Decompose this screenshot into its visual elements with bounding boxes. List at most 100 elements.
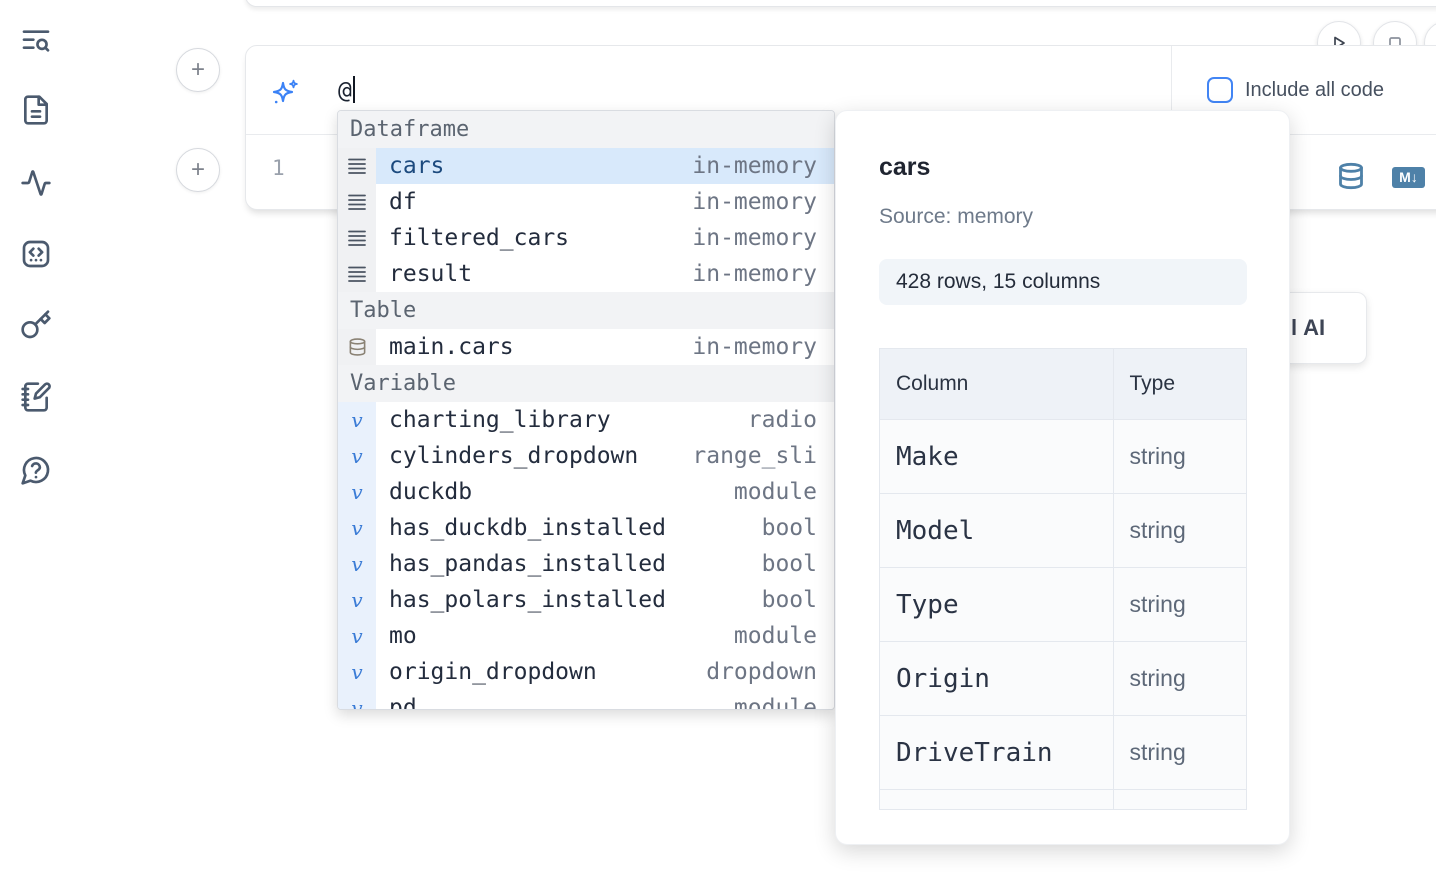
autocomplete-item-name: mo (389, 623, 417, 649)
autocomplete-item-gutter (338, 184, 376, 220)
autocomplete-item-main: df in-memory (376, 184, 834, 220)
include-all-code-label: Include all code (1245, 78, 1384, 101)
schema-row (879, 789, 1247, 809)
help-chat-icon[interactable] (20, 454, 52, 486)
autocomplete-item-name: has_pandas_installed (389, 551, 666, 577)
autocomplete-item-type: in-memory (692, 153, 817, 179)
variable-icon: v (351, 444, 363, 468)
column-type-cell: string (1112, 715, 1247, 790)
add-cell-above-button[interactable]: + (176, 48, 220, 92)
autocomplete-item-name: cars (389, 153, 445, 179)
file-document-icon[interactable] (20, 94, 52, 126)
autocomplete-item-gutter: v (338, 690, 376, 710)
autocomplete-item-type: bool (761, 551, 817, 577)
autocomplete-section-header: Variable (338, 365, 834, 402)
autocomplete-item-cars[interactable]: cars in-memory (338, 148, 834, 184)
autocomplete-item-gutter: v (338, 474, 376, 510)
autocomplete-item-type: bool (761, 587, 817, 613)
column-name-cell (879, 789, 1114, 809)
autocomplete-item-type: radio (747, 407, 817, 433)
variable-icon: v (351, 660, 363, 684)
autocomplete-item-type: in-memory (692, 225, 817, 251)
autocomplete-item-name: result (389, 261, 473, 287)
variable-icon: v (351, 408, 363, 432)
include-all-code-checkbox[interactable] (1207, 77, 1233, 103)
autocomplete-item-gutter: v (338, 510, 376, 546)
variable-icon: v (351, 696, 363, 710)
autocomplete-item-type: module (733, 479, 817, 505)
ai-panel-button[interactable]: l AI (1280, 292, 1367, 364)
autocomplete-item-type: module (733, 623, 817, 649)
autocomplete-item-name: filtered_cars (389, 225, 570, 251)
preview-title: cars (879, 153, 931, 181)
autocomplete-item-type: in-memory (692, 189, 817, 215)
preview-source: Source: memory (879, 205, 1034, 228)
dataframe-preview-panel: cars Source: memory 428 rows, 15 columns… (835, 110, 1290, 845)
autocomplete-item-name: has_duckdb_installed (389, 515, 666, 541)
divider (1171, 46, 1172, 135)
variable-icon: v (351, 516, 363, 540)
schema-header-type: Type (1112, 348, 1247, 420)
autocomplete-item-gutter: v (338, 618, 376, 654)
autocomplete-item-main: has_duckdb_installed bool (376, 510, 834, 546)
code-editor-row[interactable]: 1 M↓ (246, 136, 1436, 210)
dataframe-rows-icon (348, 158, 366, 174)
column-name-cell: Make (879, 419, 1114, 494)
autocomplete-item-type: dropdown (706, 659, 817, 685)
autocomplete-item-gutter (338, 148, 376, 184)
autocomplete-item-main: has_polars_installed bool (376, 582, 834, 618)
variable-icon: v (351, 588, 363, 612)
line-number: 1 (272, 156, 285, 180)
autocomplete-item-filtered_cars[interactable]: filtered_cars in-memory (338, 220, 834, 256)
add-cell-below-button[interactable]: + (176, 148, 220, 192)
autocomplete-item-gutter (338, 220, 376, 256)
autocomplete-item-main: cars in-memory (376, 148, 834, 184)
column-type-cell: string (1112, 493, 1247, 568)
table-of-contents-search-icon[interactable] (20, 25, 52, 57)
column-type-cell (1112, 789, 1247, 809)
autocomplete-item-gutter (338, 256, 376, 292)
autocomplete-item-has_polars_installed[interactable]: v has_polars_installed bool (338, 582, 834, 618)
autocomplete-item-name: df (389, 189, 417, 215)
column-name-cell: DriveTrain (879, 715, 1114, 790)
ai-prompt-input[interactable]: @ (338, 76, 355, 106)
column-type-cell: string (1112, 567, 1247, 642)
autocomplete-item-type: module (733, 695, 817, 710)
autocomplete-item-has_duckdb_installed[interactable]: v has_duckdb_installed bool (338, 510, 834, 546)
database-sql-mode-icon[interactable] (1337, 162, 1365, 192)
autocomplete-item-main: filtered_cars in-memory (376, 220, 834, 256)
code-snippets-icon[interactable] (20, 238, 52, 270)
markdown-mode-badge[interactable]: M↓ (1392, 167, 1425, 188)
autocomplete-item-name: has_polars_installed (389, 587, 666, 613)
autocomplete-item-name: duckdb (389, 479, 473, 505)
autocomplete-item-type: bool (761, 515, 817, 541)
scratchpad-notebook-icon[interactable] (20, 381, 52, 413)
previous-cell-bottom-edge (245, 0, 1436, 7)
keyboard-shortcuts-key-icon[interactable] (20, 309, 52, 341)
ai-button-label: AI (1303, 315, 1326, 340)
autocomplete-item-gutter: v (338, 654, 376, 690)
activity-icon[interactable] (20, 167, 52, 199)
autocomplete-item-name: cylinders_dropdown (389, 443, 639, 469)
ai-prompt-row: @ Include all code (246, 46, 1436, 135)
autocomplete-item-df[interactable]: df in-memory (338, 184, 834, 220)
include-all-code-control: Include all code (1207, 77, 1384, 103)
